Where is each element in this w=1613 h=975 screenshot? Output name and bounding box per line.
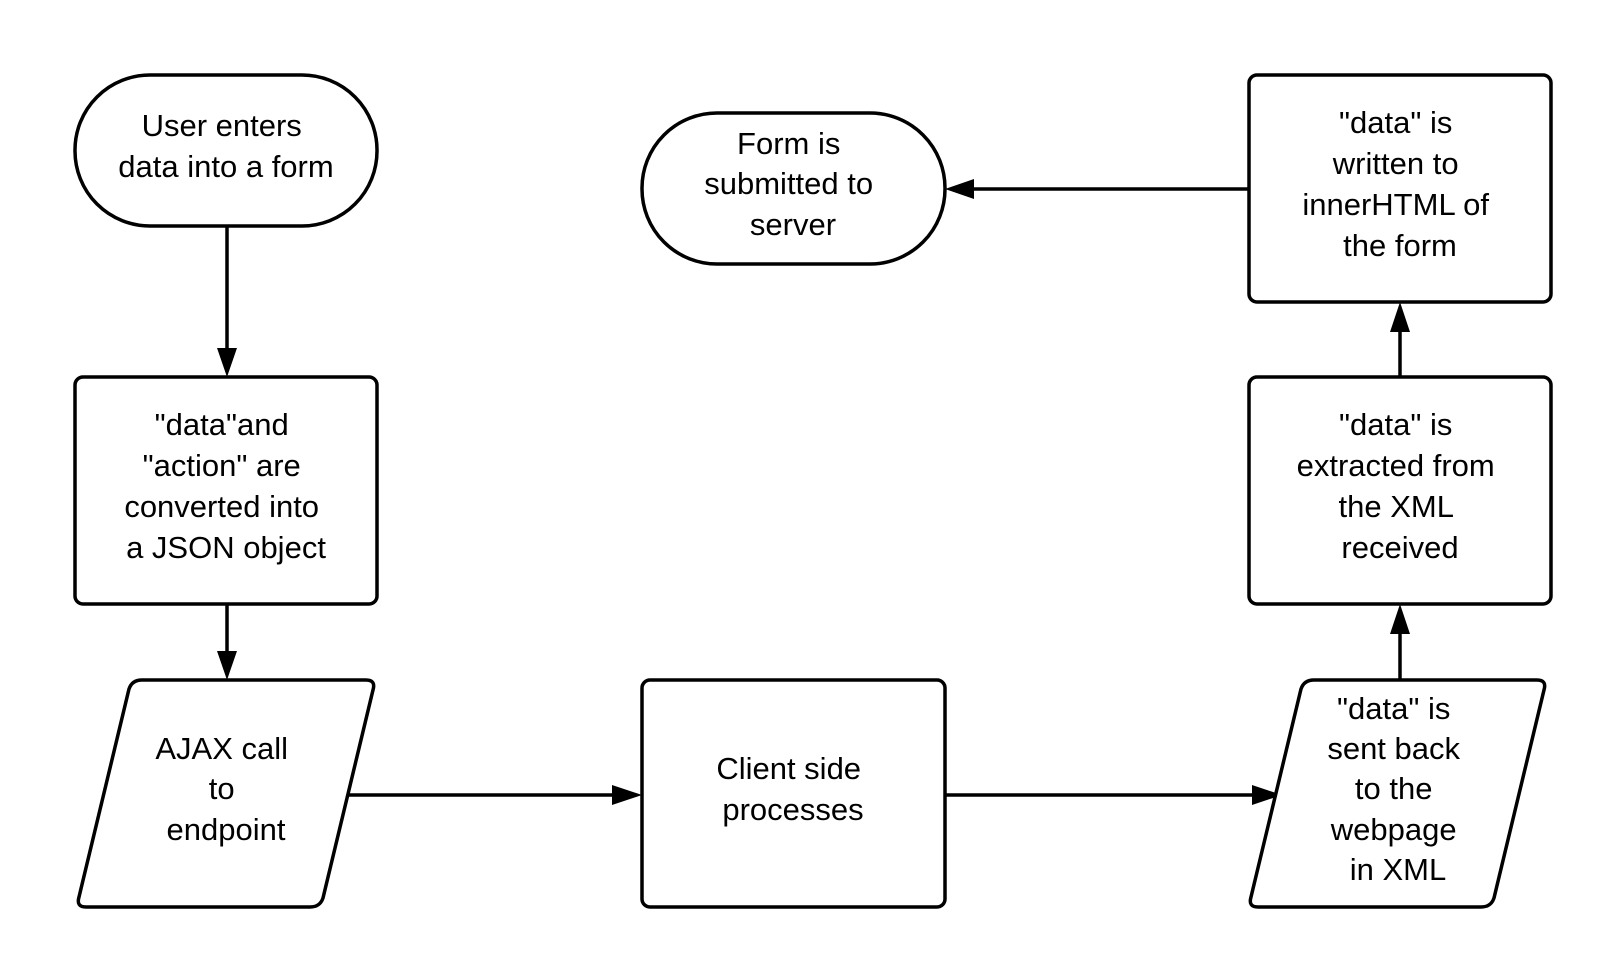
- node-label-line: to the: [1355, 771, 1433, 806]
- edge-written-to-submitted: [945, 179, 1249, 199]
- terminator-shape: [73, 73, 379, 228]
- node-written-to-innerhtml: "data" is written to innerHTML of the fo…: [1247, 73, 1553, 304]
- node-label-line: converted into: [124, 489, 319, 524]
- edge-extracted-to-written: [1390, 302, 1410, 377]
- node-label-line: "data" is: [1337, 691, 1450, 726]
- node-label: User enters data into a form: [118, 108, 333, 184]
- edge-ajax-call-to-client-side: [348, 785, 642, 805]
- process-shape: [73, 375, 379, 606]
- node-label-line: AJAX call: [155, 731, 288, 766]
- node-label-line: User enters: [142, 108, 302, 143]
- node-label-line: the form: [1343, 228, 1457, 263]
- node-extracted-from-xml: "data" is extracted from the XML receive…: [1247, 375, 1553, 606]
- node-label-line: to: [209, 771, 235, 806]
- node-client-side-processes: Client side processes: [640, 678, 947, 909]
- node-label: "data" is written to innerHTML of the fo…: [1302, 105, 1497, 263]
- process-shape: [640, 678, 947, 909]
- node-label-line: Form is: [737, 126, 840, 161]
- node-sent-back-in-xml: "data" is sent back to the webpage in XM…: [1248, 678, 1547, 909]
- node-label-line: in XML: [1350, 852, 1446, 887]
- process-shape: [1247, 73, 1553, 304]
- edge-sent-back-to-extracted: [1390, 604, 1410, 680]
- node-label-line: "action" are: [143, 448, 301, 483]
- node-label: Form is submitted to server: [704, 126, 882, 242]
- node-label-line: webpage: [1330, 812, 1457, 847]
- node-label-line: server: [750, 207, 836, 242]
- node-label-line: a JSON object: [126, 530, 326, 565]
- node-label-line: "data" is: [1339, 407, 1452, 442]
- node-converted-to-json: "data"and "action" are converted into a …: [73, 375, 379, 606]
- node-label-line: received: [1341, 530, 1458, 565]
- node-label: Client side processes: [716, 751, 869, 827]
- edge-converted-to-ajax-call: [217, 604, 237, 680]
- node-label-line: processes: [722, 792, 863, 827]
- node-label-line: extracted from: [1297, 448, 1495, 483]
- node-label: "data" is sent back to the webpage in XM…: [1327, 691, 1468, 887]
- node-label: AJAX call to endpoint: [155, 731, 296, 847]
- terminator-shape: [640, 111, 947, 266]
- node-label-line: "data"and: [155, 407, 289, 442]
- node-label-line: Client side: [716, 751, 861, 786]
- node-label: "data" is extracted from the XML receive…: [1297, 407, 1504, 565]
- edge-user-enters-to-converted: [217, 226, 237, 377]
- data-io-shape: [76, 678, 376, 909]
- node-label-line: innerHTML of: [1302, 187, 1489, 222]
- node-form-submitted: Form is submitted to server: [640, 111, 947, 266]
- node-label-line: sent back: [1327, 731, 1460, 766]
- node-ajax-call: AJAX call to endpoint: [76, 678, 376, 909]
- node-label: "data"and "action" are converted into a …: [124, 407, 327, 565]
- process-shape: [1247, 375, 1553, 606]
- node-label-line: the XML: [1339, 489, 1454, 524]
- edge-client-side-to-sent-back: [946, 785, 1282, 805]
- node-label-line: submitted to: [704, 166, 873, 201]
- node-label-line: written to: [1332, 146, 1459, 181]
- node-label-line: "data" is: [1339, 105, 1452, 140]
- node-label-line: endpoint: [167, 812, 286, 847]
- node-label-line: data into a form: [118, 149, 333, 184]
- node-user-enters-data: User enters data into a form: [73, 73, 379, 228]
- data-io-shape: [1248, 678, 1547, 909]
